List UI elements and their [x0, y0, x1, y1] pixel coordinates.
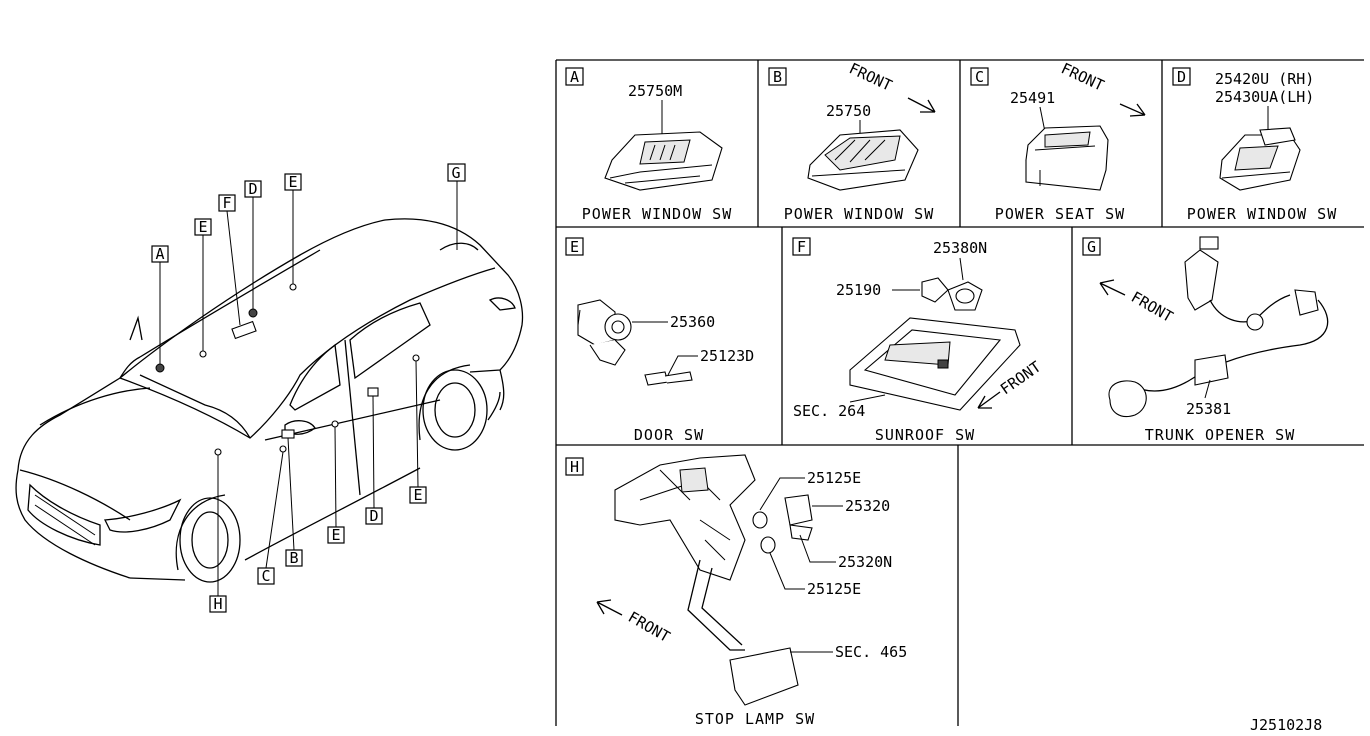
callout-c: C [257, 567, 275, 585]
panel-g: G FRONT 25381 TRUNK OPENER SW [1082, 236, 1329, 444]
callout-g: G [447, 163, 466, 182]
svg-text:D: D [1177, 68, 1186, 86]
svg-text:G: G [451, 164, 460, 182]
svg-text:25123D: 25123D [700, 347, 754, 365]
svg-text:25380N: 25380N [933, 239, 987, 257]
svg-text:E: E [288, 173, 297, 191]
svg-text:B: B [289, 549, 298, 567]
svg-text:B: B [773, 68, 782, 86]
svg-text:25320: 25320 [845, 497, 890, 515]
panel-f: F 25380N 25190 FRONT SEC. 264 SUNROOF SW [792, 237, 1044, 444]
svg-text:D: D [248, 180, 257, 198]
svg-text:25491: 25491 [1010, 89, 1055, 107]
svg-text:STOP LAMP SW: STOP LAMP SW [695, 710, 815, 728]
svg-text:FRONT: FRONT [846, 59, 895, 94]
callout-e-4: E [409, 486, 427, 504]
svg-text:25430UA(LH): 25430UA(LH) [1215, 88, 1314, 106]
svg-text:FRONT: FRONT [1128, 288, 1176, 326]
svg-text:H: H [213, 595, 222, 613]
car-illustration [15, 181, 524, 596]
callout-a: A [151, 245, 169, 263]
callout-b: B [285, 549, 303, 567]
svg-text:25750: 25750 [826, 102, 871, 120]
svg-text:25125E: 25125E [807, 580, 861, 598]
callout-d-2: D [365, 507, 383, 525]
car-callouts: A E F D E G H C [151, 163, 466, 613]
svg-text:C: C [261, 567, 270, 585]
panel-e: E 25360 25123D DOOR SW [565, 237, 754, 444]
svg-text:25360: 25360 [670, 313, 715, 331]
svg-text:H: H [570, 458, 579, 476]
panel-grid [555, 59, 1364, 726]
svg-text:E: E [198, 218, 207, 236]
diagram-code: J25102J8 [1250, 716, 1322, 734]
svg-text:G: G [1087, 238, 1096, 256]
panel-b: B FRONT 25750 POWER WINDOW SW [768, 59, 936, 223]
svg-text:SEC. 264: SEC. 264 [793, 402, 865, 420]
svg-text:25190: 25190 [836, 281, 881, 299]
svg-text:SUNROOF SW: SUNROOF SW [875, 426, 975, 444]
callout-e-1: E [194, 218, 212, 236]
callout-e-3: E [327, 526, 345, 544]
callout-e-2: E [284, 173, 302, 191]
svg-text:C: C [975, 68, 984, 86]
svg-text:FRONT: FRONT [625, 608, 673, 646]
svg-text:E: E [331, 526, 340, 544]
svg-text:DOOR SW: DOOR SW [634, 426, 704, 444]
svg-text:POWER SEAT SW: POWER SEAT SW [995, 205, 1125, 223]
svg-text:E: E [413, 486, 422, 504]
svg-text:FRONT: FRONT [1058, 59, 1107, 94]
svg-text:25381: 25381 [1186, 400, 1231, 418]
panel-h: H 25125E 25320 25320N 25125E SEC. 465 FR… [565, 454, 907, 728]
svg-text:TRUNK OPENER SW: TRUNK OPENER SW [1145, 426, 1295, 444]
callout-h: H [209, 595, 227, 613]
svg-text:A: A [155, 245, 164, 263]
svg-text:POWER WINDOW SW: POWER WINDOW SW [582, 205, 732, 223]
panel-c: C FRONT 25491 POWER SEAT SW [970, 59, 1146, 223]
svg-text:POWER WINDOW SW: POWER WINDOW SW [1187, 205, 1337, 223]
callout-d-1: D [244, 180, 262, 198]
svg-text:E: E [570, 238, 579, 256]
callout-f: F [218, 194, 236, 212]
svg-text:POWER WINDOW SW: POWER WINDOW SW [784, 205, 934, 223]
svg-text:F: F [222, 194, 231, 212]
svg-text:D: D [369, 507, 378, 525]
svg-text:FRONT: FRONT [997, 358, 1044, 399]
panel-d: D 25420U (RH) 25430UA(LH) POWER WINDOW S… [1172, 67, 1337, 223]
svg-text:25125E: 25125E [807, 469, 861, 487]
svg-text:F: F [797, 238, 806, 256]
svg-text:A: A [570, 68, 579, 86]
svg-text:25320N: 25320N [838, 553, 892, 571]
panel-a: A 25750M POWER WINDOW SW [565, 67, 732, 223]
svg-text:25420U (RH): 25420U (RH) [1215, 70, 1314, 88]
svg-text:25750M: 25750M [628, 82, 682, 100]
svg-text:SEC. 465: SEC. 465 [835, 643, 907, 661]
